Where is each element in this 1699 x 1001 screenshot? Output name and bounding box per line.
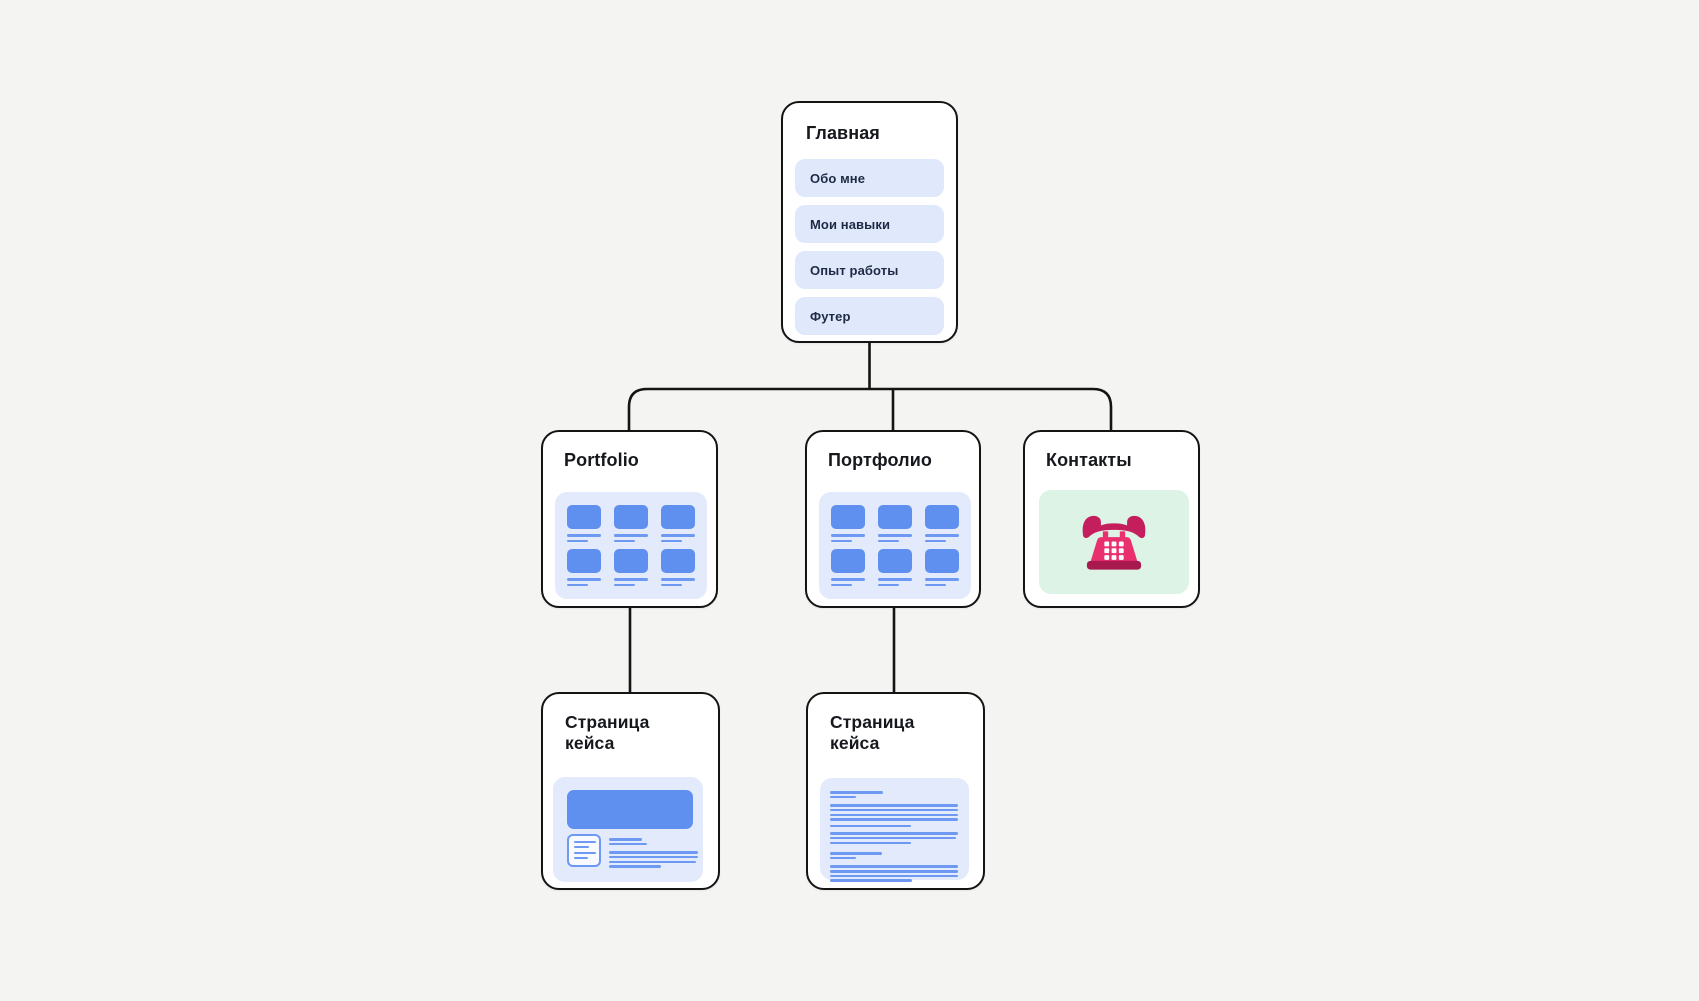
- text-placeholder: [609, 834, 698, 870]
- node-case-page-right-title: Страница кейса: [830, 712, 915, 753]
- node-home[interactable]: Главная Обо мне Мои навыки Опыт работы Ф…: [781, 101, 958, 343]
- image-placeholder: [831, 549, 865, 586]
- image-placeholder: [614, 505, 648, 542]
- nav-item-experience-label: Опыт работы: [810, 262, 899, 278]
- portfolio-en-wireframe-panel: [555, 492, 707, 599]
- banner-placeholder: [567, 790, 693, 829]
- image-placeholder: [831, 505, 865, 542]
- nav-item-footer[interactable]: Футер: [795, 297, 944, 335]
- case-left-wireframe-panel: [553, 777, 703, 882]
- nav-item-experience[interactable]: Опыт работы: [795, 251, 944, 289]
- nav-item-about-label: Обо мне: [810, 170, 866, 186]
- node-contacts-title: Контакты: [1046, 450, 1132, 470]
- image-placeholder: [614, 549, 648, 586]
- image-placeholder: [567, 549, 601, 586]
- node-contacts[interactable]: Контакты: [1023, 430, 1200, 608]
- image-placeholder: [925, 505, 959, 542]
- node-case-page-left[interactable]: Страница кейса: [541, 692, 720, 890]
- node-portfolio-en[interactable]: Portfolio: [541, 430, 718, 608]
- node-portfolio-ru-title: Портфолио: [828, 450, 932, 470]
- portfolio-ru-wireframe-panel: [819, 492, 971, 599]
- image-placeholder: [925, 549, 959, 586]
- node-portfolio-en-title: Portfolio: [564, 450, 639, 470]
- nav-item-footer-label: Футер: [810, 308, 851, 324]
- nav-item-about[interactable]: Обо мне: [795, 159, 944, 197]
- document-icon: [567, 834, 601, 867]
- nav-item-skills[interactable]: Мои навыки: [795, 205, 944, 243]
- node-case-page-left-title: Страница кейса: [565, 712, 650, 753]
- thumbnail-grid: [567, 505, 707, 586]
- image-placeholder: [661, 549, 695, 586]
- node-home-title: Главная: [806, 123, 880, 143]
- image-placeholder: [567, 505, 601, 542]
- nav-item-skills-label: Мои навыки: [810, 216, 891, 232]
- image-placeholder: [661, 505, 695, 542]
- node-case-page-right[interactable]: Страница кейса: [806, 692, 985, 890]
- image-placeholder: [878, 505, 912, 542]
- case-right-wireframe-panel: [820, 778, 969, 882]
- contacts-panel: [1039, 490, 1189, 594]
- image-placeholder: [878, 549, 912, 586]
- edge-home-branches: [627, 387, 1113, 430]
- thumbnail-grid: [831, 505, 971, 586]
- telephone-icon: [1082, 515, 1146, 570]
- node-portfolio-ru[interactable]: Портфолио: [805, 430, 981, 608]
